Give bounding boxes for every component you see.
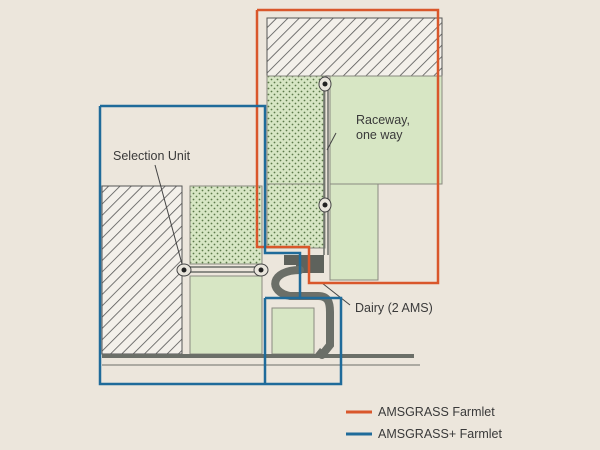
gate-raceway-mid: [318, 197, 332, 213]
legend: AMSGRASS Farmlet AMSGRASS+ Farmlet: [346, 405, 503, 441]
gate-selection-right: [253, 263, 269, 277]
paddock-top-right: [329, 75, 443, 185]
hatched-area-top: [266, 17, 443, 77]
dairy-label: Dairy (2 AMS): [355, 301, 433, 315]
paddock-dotted-top: [266, 75, 326, 185]
legend-label-amsgrass-plus: AMSGRASS+ Farmlet: [378, 427, 503, 441]
raceway-label-line2: one way: [356, 128, 403, 142]
lane-end-marker: [312, 348, 332, 358]
amsgrass-farmlet-boundary: [255, 8, 440, 285]
raceway-label-line1: Raceway,: [356, 113, 410, 127]
dairy-building: [284, 255, 324, 265]
gate-raceway-top: [318, 76, 332, 92]
gate-selection-unit: [176, 263, 192, 277]
selection-unit-label: Selection Unit: [113, 149, 191, 163]
lane-path: [271, 266, 334, 359]
legend-label-amsgrass: AMSGRASS Farmlet: [378, 405, 495, 419]
paddock-dotted-mid: [266, 183, 326, 249]
hatched-area-left: [101, 185, 183, 355]
paddock-bottom-mid: [271, 307, 315, 355]
paddock-bottom-left: [189, 275, 263, 355]
paddock-dotted-left: [189, 185, 263, 265]
paddock-mid-right: [329, 183, 379, 281]
ground-strip: [102, 354, 414, 358]
